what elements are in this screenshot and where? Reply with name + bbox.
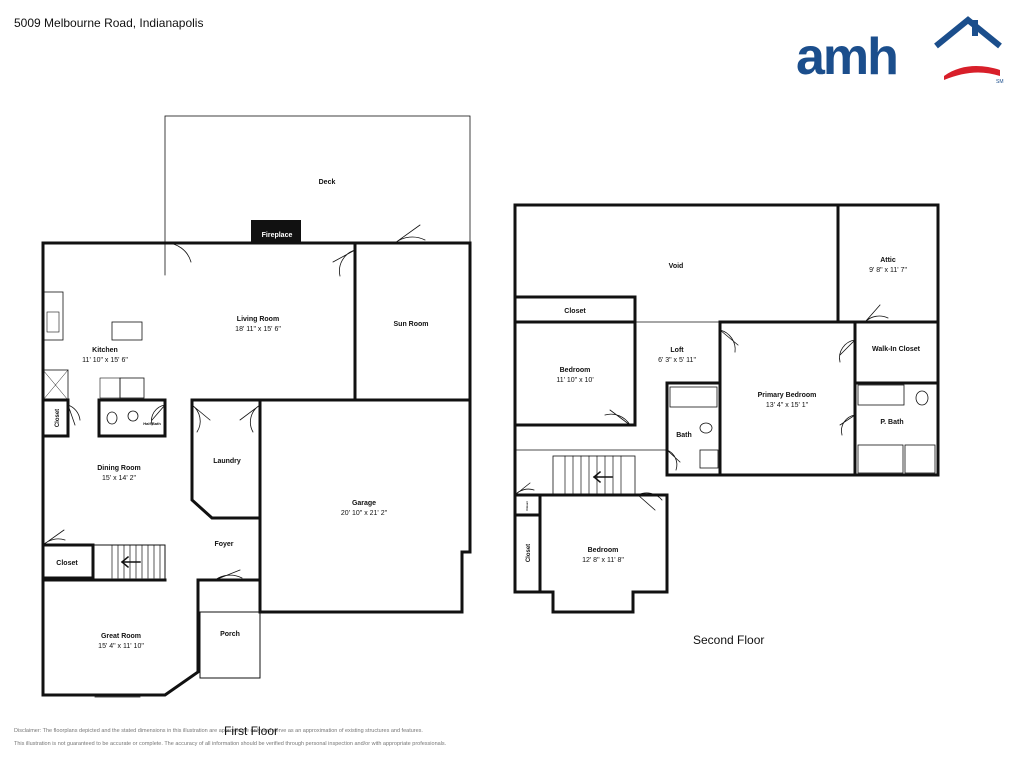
room-label-closet-stairs: Closet: [56, 560, 78, 567]
fridge-icon: [42, 369, 69, 401]
room-label-foyer: Foyer: [214, 541, 233, 548]
room-label-closet-top: Closet: [564, 308, 586, 315]
room-label-bedroom1: Bedroom: [560, 367, 591, 374]
room-label-laundry: Laundry: [213, 458, 241, 465]
stair-arrow-icon-upper: [592, 470, 613, 484]
room-dims-dining: 15' x 14' 2": [102, 475, 136, 482]
room-dims-primary: 13' 4" x 15' 1": [766, 402, 809, 409]
room-label-closet-side: Closet: [526, 544, 532, 562]
room-dims-attic: 9' 8" x 11' 7": [869, 267, 907, 274]
room-label-loft: Loft: [670, 347, 684, 354]
basin-icon-bath: [699, 449, 719, 469]
first-floor-plan: [41, 115, 472, 698]
room-label-dining: Dining Room: [97, 465, 141, 472]
room-label-primary: Primary Bedroom: [758, 392, 817, 399]
room-label-walkin: Walk-In Closet: [872, 346, 921, 353]
vanity-icon: [857, 384, 905, 406]
windows: [41, 243, 470, 698]
room-label-bedroom2: Bedroom: [588, 547, 619, 554]
room-label-closet-tiny: Closet: [525, 501, 529, 510]
room-label-living: Living Room: [237, 316, 279, 323]
door-swings-upper: [514, 304, 889, 511]
logo-swoosh: [944, 66, 1000, 80]
fireplace-block: [251, 220, 301, 243]
shower-icon: [904, 444, 936, 474]
tub-icon: [669, 386, 718, 408]
second-floor-label: Second Floor: [693, 633, 765, 647]
room-label-sun: Sun Room: [394, 321, 429, 328]
stair-arrow-icon: [120, 555, 141, 569]
room-label-porch: Porch: [220, 631, 240, 638]
basin-icon: [127, 410, 139, 422]
property-address: 5009 Melbourne Road, Indianapolis: [14, 16, 204, 30]
disclaimer-line-2: This illustration is not guaranteed to b…: [14, 741, 447, 747]
tub-icon-pbath: [857, 444, 904, 474]
room-dims-kitchen: 11' 10" x 15' 6": [82, 357, 128, 364]
room-dims-living: 18' 11" x 15' 6": [235, 326, 281, 333]
kitchen-island: [111, 321, 143, 341]
room-label-attic: Attic: [880, 257, 896, 264]
room-label-kitchen: Kitchen: [92, 347, 118, 354]
room-label-half-bath: Half Bath: [143, 421, 161, 426]
room-label-garage: Garage: [352, 500, 376, 507]
toilet-icon-pbath: [915, 390, 929, 406]
room-label-bath: Bath: [676, 432, 692, 439]
service-mark: SM: [996, 79, 1004, 84]
logo-wordmark: amh: [796, 28, 897, 84]
room-label-pbath: P. Bath: [880, 419, 903, 426]
door-swings: [42, 224, 426, 581]
room-dims-loft: 6' 3" x 5' 11": [658, 357, 696, 364]
disclaimer-line-1: Disclaimer: The floorplans depicted and …: [14, 728, 423, 734]
house-roof-icon: [934, 16, 1002, 49]
room-label-deck: Deck: [319, 179, 336, 186]
room-label-closet-kitchen: Closet: [55, 409, 61, 427]
toilet-icon: [106, 411, 118, 425]
toilet-icon-bath: [699, 422, 713, 434]
second-floor-plan: [513, 203, 940, 614]
second-floor-labels: Void Attic 9' 8" x 11' 7" Closet Bedroom…: [525, 257, 921, 564]
sink-icon: [46, 311, 60, 333]
deck-outline: [164, 115, 471, 244]
room-dims-garage: 20' 10" x 21' 2": [341, 510, 388, 517]
range-icon: [119, 377, 145, 399]
windows-upper: [513, 349, 811, 612]
amh-logo: amh SM: [796, 16, 1004, 84]
room-dims-great: 15' 4" x 11' 10": [98, 643, 144, 650]
room-label-fireplace: Fireplace: [262, 232, 293, 239]
room-label-great: Great Room: [101, 633, 141, 640]
first-floor-label: First Floor: [224, 724, 278, 738]
room-dims-bedroom1: 11' 10" x 10': [556, 377, 593, 384]
room-label-void: Void: [669, 263, 684, 270]
first-floor-labels: Deck Fireplace Living Room 18' 11" x 15'…: [55, 179, 429, 650]
room-dims-bedroom2: 12' 8" x 11' 8": [582, 557, 624, 564]
